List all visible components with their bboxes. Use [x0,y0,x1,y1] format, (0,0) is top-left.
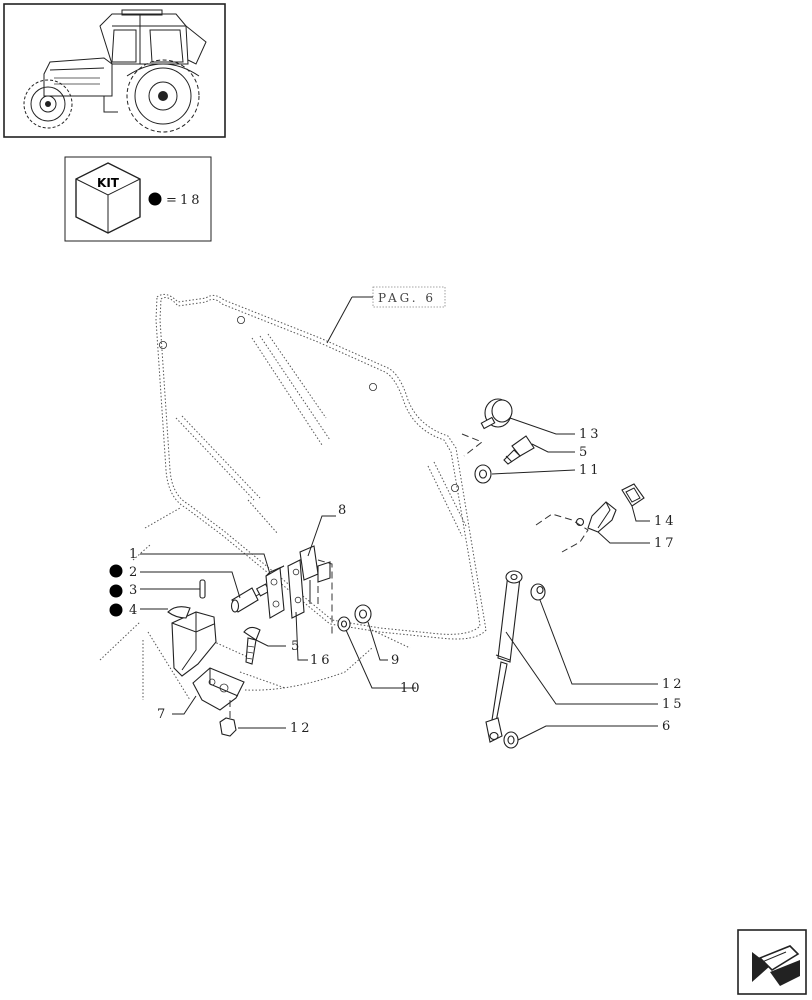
tractor-thumbnail [3,3,226,138]
callout-5-lower: 5 [291,639,302,654]
callout-4: 4 [129,603,140,618]
bushing-part-2 [230,583,271,613]
bracket-part-7 [192,667,245,711]
callout-2: 2 [129,565,140,580]
nut-part-12-lower [219,700,237,737]
callout-13: 13 [579,427,602,442]
callout-12-lower: 12 [290,721,313,736]
kit-cube-icon: KIT [75,162,141,234]
hinge-assembly [167,545,372,737]
bolt-part-5-lower [243,626,261,665]
washer-part-10 [337,616,351,632]
kit-dot-icon [109,564,123,578]
gas-strut-part-15 [485,570,523,743]
callout-10: 10 [400,681,423,696]
callout-6: 6 [662,719,673,734]
callout-labels: 1 2 3 4 7 8 5 16 9 10 12 13 5 11 14 17 1… [109,427,685,736]
callout-3: 3 [129,583,140,598]
kit-dot-icon [109,584,123,598]
kit-label: KIT [97,176,120,190]
door-glass-panel [155,293,487,640]
callout-1: 1 [129,547,140,562]
washer-part-11 [474,464,492,484]
tractor-thumbnail-icon [23,9,207,133]
callout-12-upper: 12 [662,677,685,692]
context-lines [99,507,411,701]
callout-17: 17 [654,536,677,551]
next-page-arrow-icon [752,945,800,986]
kit-count: 18 [180,193,203,208]
bolt-part-5-upper [503,435,535,465]
page-reference: PAG. 6 [326,286,446,344]
knob-part-13 [480,398,513,430]
callout-16: 16 [310,653,333,668]
latch-part-17 [575,501,617,533]
nut-part-12-upper [530,583,546,601]
callout-8: 8 [338,503,349,518]
hinge-plate-part-16 [287,545,331,619]
next-page-button[interactable] [737,929,807,995]
bracket-part-14 [621,483,645,507]
callout-7: 7 [157,707,168,722]
page-reference-text: PAG. 6 [378,291,436,305]
washer-part-9 [354,604,372,624]
pin-part-3 [199,579,206,599]
kit-dot-icon [148,192,162,206]
callout-9: 9 [391,653,402,668]
callout-11: 11 [579,463,602,478]
washer-part-6 [503,731,519,749]
callout-15: 15 [662,697,685,712]
callout-5-upper: 5 [579,445,590,460]
kit-equals: = [166,193,180,208]
leader-lines [140,417,658,741]
kit-legend-box: KIT = 18 [64,156,212,242]
hinge-plate-part-1 [265,565,285,619]
hinge-block-part-4 [167,606,217,677]
callout-14: 14 [654,514,677,529]
kit-dot-icon [109,603,123,617]
